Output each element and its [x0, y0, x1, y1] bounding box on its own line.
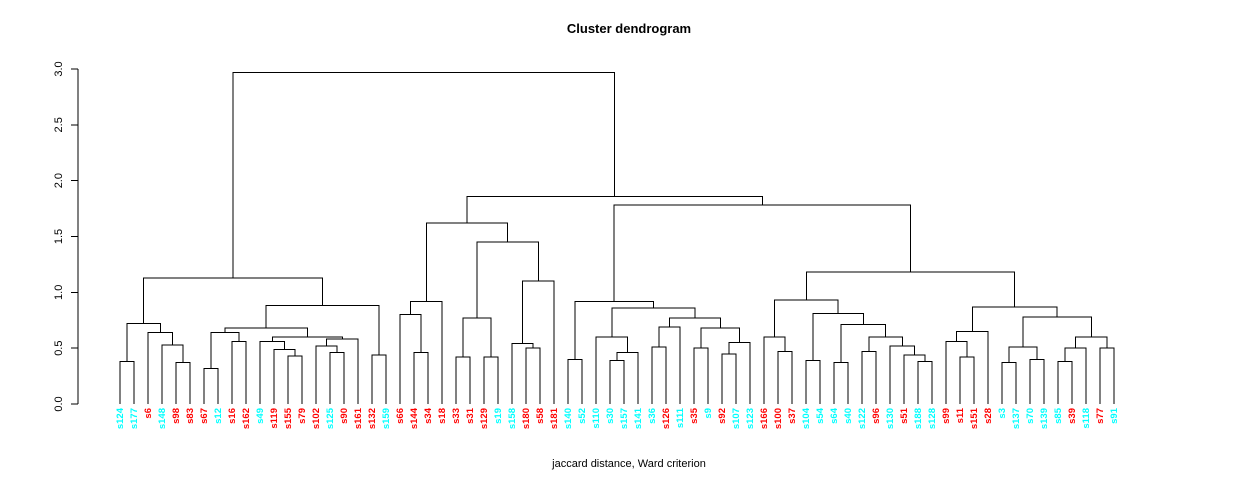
leaf-label-s28: s28	[983, 408, 994, 424]
leaf-label-s124: s124	[115, 407, 126, 429]
leaf-label-s70: s70	[1025, 408, 1036, 424]
leaf-label-s77: s77	[1095, 408, 1106, 424]
leaf-label-s177: s177	[129, 408, 140, 429]
chart-title: Cluster dendrogram	[566, 21, 692, 36]
leaf-label-s128: s128	[927, 408, 938, 429]
leaf-label-s16: s16	[227, 408, 238, 424]
y-tick-label: 1.0	[53, 285, 65, 300]
leaf-label-s166: s166	[759, 408, 770, 429]
leaf-label-s11: s11	[955, 407, 966, 423]
leaf-label-s125: s125	[325, 407, 336, 429]
leaf-label-s151: s151	[969, 407, 980, 429]
leaf-label-s98: s98	[171, 408, 182, 424]
leaf-label-s6: s6	[143, 408, 154, 419]
leaf-label-s99: s99	[941, 408, 952, 424]
leaf-label-s83: s83	[185, 408, 196, 424]
y-tick-label: 2.5	[53, 117, 65, 132]
dendrogram-links	[119, 71, 1115, 404]
leaf-label-s37: s37	[787, 408, 798, 424]
leaf-label-s111: s111	[675, 407, 686, 428]
leaf-label-s33: s33	[451, 408, 462, 424]
y-tick-label: 3.0	[53, 61, 65, 76]
leaf-label-s161: s161	[353, 407, 364, 429]
leaf-label-s49: s49	[255, 408, 266, 424]
leaf-label-s31: s31	[465, 407, 476, 424]
leaf-label-s58: s58	[535, 408, 546, 424]
leaf-label-s126: s126	[661, 408, 672, 429]
chart-xlabel: jaccard distance, Ward criterion	[552, 458, 706, 470]
y-tick-label: 1.5	[53, 229, 65, 244]
leaf-label-s130: s130	[885, 408, 896, 429]
leaf-label-s162: s162	[241, 408, 252, 429]
leaf-label-s102: s102	[311, 408, 322, 429]
leaf-label-s100: s100	[773, 408, 784, 429]
leaf-label-s132: s132	[367, 408, 378, 429]
leaf-label-s159: s159	[381, 408, 392, 429]
leaf-label-s158: s158	[507, 408, 518, 429]
leaf-label-s139: s139	[1039, 408, 1050, 429]
leaf-label-s144: s144	[409, 407, 420, 429]
leaf-label-s140: s140	[563, 408, 574, 429]
leaf-label-s137: s137	[1011, 408, 1022, 429]
leaf-label-s110: s110	[591, 408, 602, 429]
leaf-label-s90: s90	[339, 408, 350, 424]
leaf-label-s12: s12	[213, 408, 224, 424]
leaf-label-s39: s39	[1067, 408, 1078, 424]
leaf-label-s188: s188	[913, 408, 924, 429]
leaf-label-s67: s67	[199, 408, 210, 424]
leaf-label-s52: s52	[577, 408, 588, 424]
leaf-label-s107: s107	[731, 408, 742, 429]
leaf-label-s18: s18	[437, 408, 448, 424]
leaf-label-s85: s85	[1053, 407, 1064, 424]
leaf-label-s19: s19	[493, 408, 504, 424]
leaf-label-s54: s54	[815, 407, 826, 424]
y-tick-label: 0.0	[53, 396, 65, 411]
leaf-label-s118: s118	[1081, 408, 1092, 429]
leaf-label-s9: s9	[703, 408, 714, 419]
leaf-label-s64: s64	[829, 407, 840, 424]
leaf-label-s122: s122	[857, 408, 868, 429]
leaf-label-s40: s40	[843, 408, 854, 424]
leaf-label-s3: s3	[997, 408, 1008, 419]
leaf-label-s157: s157	[619, 408, 630, 429]
leaf-label-s180: s180	[521, 408, 532, 429]
leaf-label-s119: s119	[269, 408, 280, 429]
y-tick-label: 0.5	[53, 341, 65, 356]
leaf-label-s155: s155	[283, 407, 294, 429]
leaf-label-s91: s91	[1109, 407, 1120, 424]
leaf-label-s79: s79	[297, 408, 308, 424]
leaf-label-s34: s34	[423, 407, 434, 424]
leaf-label-s51: s51	[899, 407, 910, 424]
leaf-label-s30: s30	[605, 408, 616, 424]
leaf-label-s92: s92	[717, 408, 728, 424]
leaf-label-s148: s148	[157, 408, 168, 429]
y-axis: 0.0 0.5 1.0 1.5 2.0 2.5 3.0	[53, 61, 79, 412]
leaf-label-s181: s181	[549, 407, 560, 429]
leaf-label-s36: s36	[647, 408, 658, 424]
y-tick-label: 2.0	[53, 173, 65, 188]
leaf-label-s141: s141	[633, 407, 644, 429]
leaf-label-s104: s104	[801, 407, 812, 429]
leaf-label-s35: s35	[689, 407, 700, 424]
leaf-label-s123: s123	[745, 408, 756, 429]
leaf-label-s96: s96	[871, 408, 882, 424]
leaf-label-s129: s129	[479, 408, 490, 429]
leaf-label-s66: s66	[395, 408, 406, 424]
